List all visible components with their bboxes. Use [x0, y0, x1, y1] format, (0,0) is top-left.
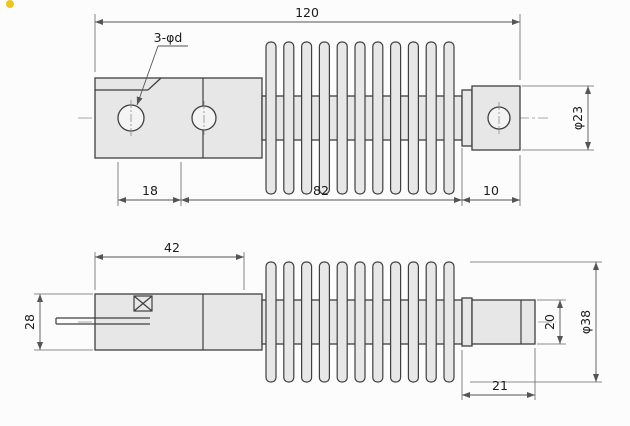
bellows-fin: [318, 261, 330, 383]
bellows-fin: [354, 41, 366, 195]
dim-overall-length: 120: [94, 5, 521, 80]
dim-21: 21: [461, 348, 536, 400]
sealing-screw: [133, 295, 153, 312]
right-collar-side: [461, 297, 473, 347]
dim-28-text: 28: [22, 314, 37, 330]
dim-20-text: 20: [542, 314, 557, 330]
dim-21-text: 21: [492, 378, 508, 393]
bellows-fin: [336, 41, 348, 195]
bellows-fin: [318, 41, 330, 195]
dim-phi23-text: φ23: [570, 106, 585, 130]
side-view: 42 28 20 φ38 21: [22, 240, 602, 400]
bellows-fin: [425, 41, 437, 195]
bellows-fin: [283, 261, 295, 383]
dim-overall-length-text: 120: [295, 5, 319, 20]
dim-18-text: 18: [142, 183, 158, 198]
bellows-fins-side: [265, 261, 455, 383]
dim-28: 28: [22, 293, 93, 351]
holes-callout: 3-φd: [136, 30, 188, 106]
dim-82-text: 82: [313, 183, 329, 198]
bellows-fin: [301, 261, 313, 383]
bellows-fin: [372, 261, 384, 383]
holes-callout-text: 3-φd: [154, 30, 183, 45]
bellows-fin: [336, 261, 348, 383]
dim-42-text: 42: [164, 240, 180, 255]
right-cylinder: [471, 299, 536, 345]
bellows-fin: [390, 261, 402, 383]
bellows-fin: [301, 41, 313, 195]
dim-10-text: 10: [483, 183, 499, 198]
dim-end-diameter: φ23: [522, 85, 594, 151]
bellows-fin: [265, 261, 277, 383]
body-chamfer-line: [147, 77, 162, 91]
bellows-fin: [283, 41, 295, 195]
bellows-fin: [407, 41, 419, 195]
bellows-fin: [425, 261, 437, 383]
bellows-fin: [265, 41, 277, 195]
dim-phi38-text: φ38: [578, 310, 593, 334]
bellows-fin: [443, 41, 455, 195]
bellows-fin: [372, 41, 384, 195]
dim-20: 20: [537, 299, 566, 345]
bellows-fin: [390, 41, 402, 195]
bellows-fin: [354, 261, 366, 383]
left-body-block-side: [94, 293, 263, 351]
right-collar: [461, 89, 473, 147]
dim-chain-bottom: 18 82 10: [117, 148, 521, 206]
dim-phi38: φ38: [470, 261, 602, 383]
corner-mark: [6, 0, 14, 8]
cable: [55, 317, 150, 325]
dim-42: 42: [94, 240, 245, 290]
bellows-fin: [443, 261, 455, 383]
right-end-block: [471, 85, 521, 151]
top-view: 120 3-φd 18 82 10 φ23: [78, 5, 594, 206]
bellows-fin: [407, 261, 419, 383]
bellows-fins-top: [265, 41, 455, 195]
